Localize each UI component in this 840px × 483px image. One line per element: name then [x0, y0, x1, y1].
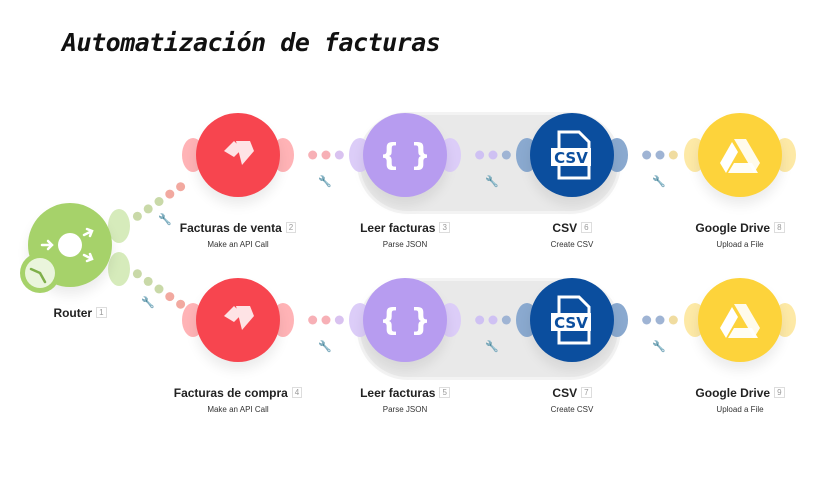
- connection-dot: [143, 204, 153, 214]
- clock-icon: [20, 253, 60, 293]
- module-node[interactable]: CSV: [530, 113, 614, 197]
- connection-dot: [308, 150, 318, 160]
- connection-dot: [642, 315, 652, 325]
- connection-dot: [165, 292, 175, 302]
- wrench-icon[interactable]: 🔧: [485, 176, 499, 188]
- wrench-icon[interactable]: 🔧: [485, 341, 499, 353]
- braces-icon: { }: [383, 133, 427, 177]
- connection-dot: [501, 315, 511, 325]
- connection-dot: [132, 211, 142, 221]
- module-node[interactable]: [698, 278, 782, 362]
- router-output-ear[interactable]: [108, 252, 130, 286]
- csv-file-icon: CSV: [545, 293, 599, 347]
- connection-dot: [668, 315, 678, 325]
- wrench-icon[interactable]: 🔧: [318, 176, 332, 188]
- google-drive-icon: [718, 133, 762, 177]
- module-node[interactable]: { }: [363, 113, 447, 197]
- connection-dot: [655, 315, 665, 325]
- wrench-icon[interactable]: 🔧: [318, 341, 332, 353]
- connection-dot: [501, 150, 511, 160]
- connection-dot: [165, 189, 175, 199]
- diamond-logo-icon: [218, 135, 258, 175]
- module-node[interactable]: [698, 113, 782, 197]
- connection-dot: [642, 150, 652, 160]
- connection-dot: [655, 150, 665, 160]
- connection-dot: [668, 150, 678, 160]
- connection-dot: [176, 299, 186, 309]
- svg-text:CSV: CSV: [554, 314, 588, 332]
- connection-dot: [308, 315, 318, 325]
- svg-text:{ }: { }: [383, 303, 427, 338]
- diamond-logo-icon: [218, 300, 258, 340]
- svg-text:CSV: CSV: [554, 149, 588, 167]
- connection-dot: [334, 150, 344, 160]
- braces-icon: { }: [383, 298, 427, 342]
- scenario-title: Automatización de facturas: [62, 28, 441, 57]
- wrench-icon[interactable]: 🔧: [141, 297, 155, 309]
- connection-dot: [154, 284, 164, 294]
- connection-dot: [475, 150, 485, 160]
- connection-dot: [321, 150, 331, 160]
- csv-file-icon: CSV: [545, 128, 599, 182]
- wrench-icon[interactable]: 🔧: [158, 214, 172, 226]
- google-drive-icon: [718, 298, 762, 342]
- module-node[interactable]: { }: [363, 278, 447, 362]
- connection-dot: [132, 269, 142, 279]
- connection-dot: [321, 315, 331, 325]
- connection-dot: [488, 150, 498, 160]
- wrench-icon[interactable]: 🔧: [652, 341, 666, 353]
- router-icon: [40, 227, 94, 263]
- router-output-ear[interactable]: [108, 209, 130, 243]
- module-node[interactable]: CSV: [530, 278, 614, 362]
- wrench-icon[interactable]: 🔧: [652, 176, 666, 188]
- connection-dot: [475, 315, 485, 325]
- module-node[interactable]: [196, 278, 280, 362]
- connection-dot: [176, 182, 186, 192]
- connection-dot: [334, 315, 344, 325]
- svg-text:{ }: { }: [383, 138, 427, 173]
- module-node[interactable]: [196, 113, 280, 197]
- connection-dot: [143, 276, 153, 286]
- connection-dot: [488, 315, 498, 325]
- connection-dot: [154, 197, 164, 206]
